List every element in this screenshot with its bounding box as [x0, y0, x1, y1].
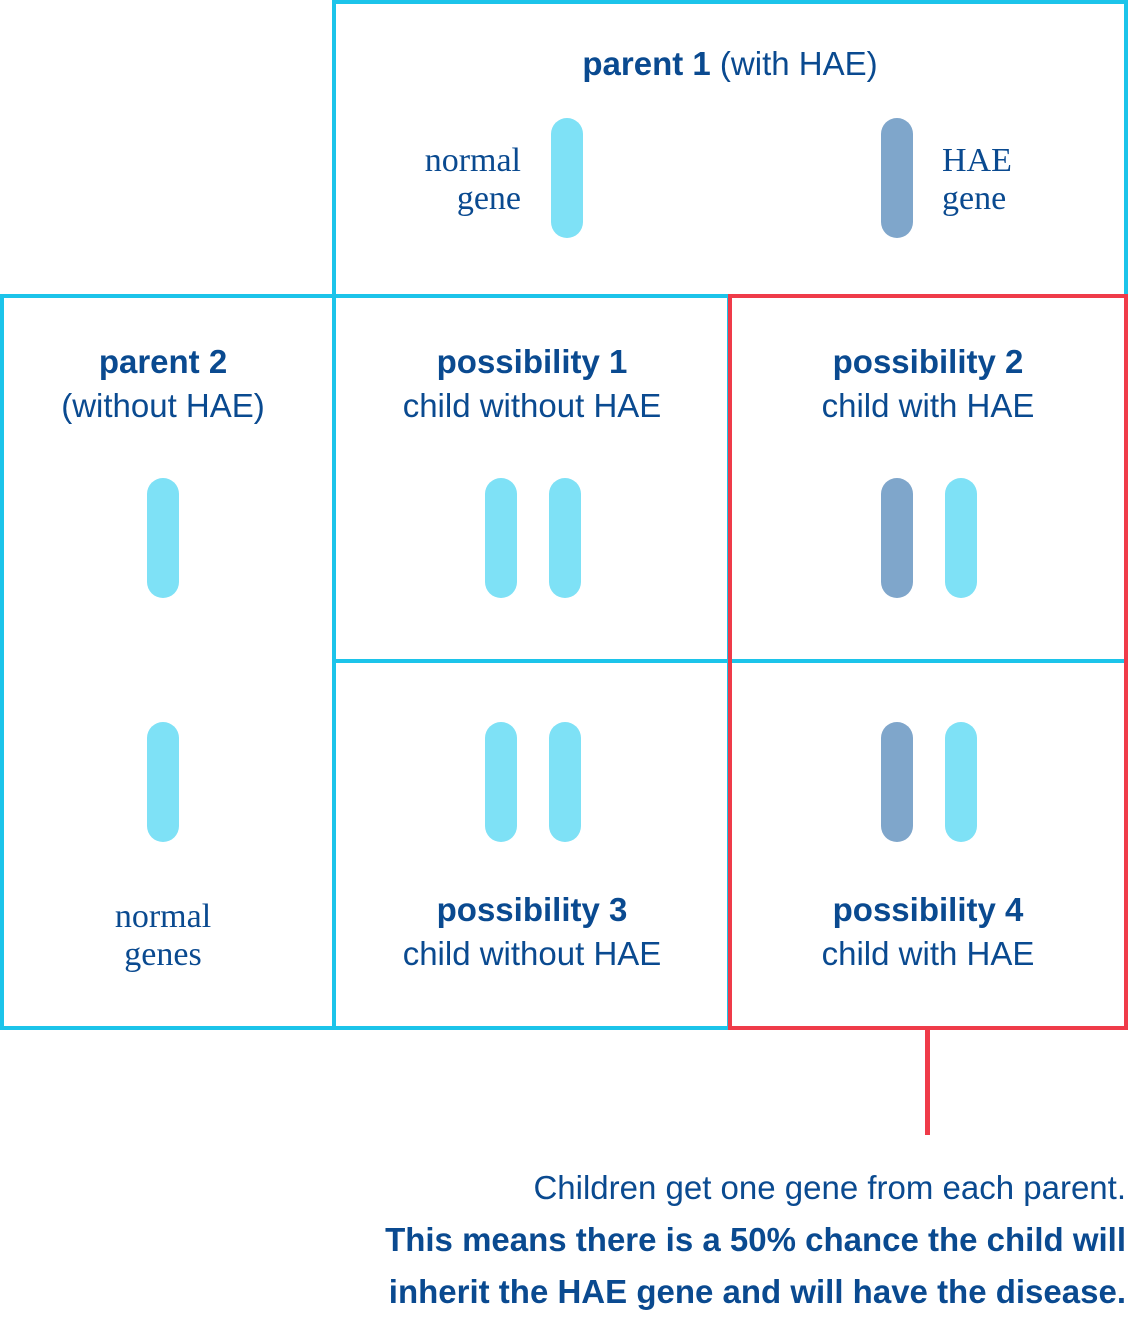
parent1-title-bold: parent 1 — [582, 45, 711, 82]
possibility-2-title: possibility 2 child with HAE — [732, 340, 1124, 428]
parent1-normal-gene — [551, 118, 583, 238]
possibility-3-subtitle: child without HAE — [402, 935, 662, 972]
highlight-connector-line — [925, 1028, 930, 1135]
possibility-4-gene-2 — [945, 722, 977, 842]
caption-line-3: inherit the HAE gene and will have the d… — [388, 1273, 1126, 1310]
parent1-normal-label-line2: gene — [456, 180, 521, 217]
parent2-label-line1: normal — [114, 898, 212, 935]
parent1-hae-label-line2: gene — [942, 180, 1007, 217]
caption-line-2: This means there is a 50% chance the chi… — [385, 1221, 1126, 1258]
explanation-caption: Children get one gene from each parent. … — [385, 1162, 1126, 1318]
possibility-4-gene-1 — [881, 722, 913, 842]
parent1-hae-gene — [881, 118, 913, 238]
parent1-title-rest: (with HAE) — [710, 45, 878, 82]
possibility-2-gene-2 — [945, 478, 977, 598]
possibility-4-subtitle: child with HAE — [821, 935, 1035, 972]
possibility-1-title: possibility 1 child without HAE — [336, 340, 728, 428]
caption-line-1: Children get one gene from each parent. — [533, 1169, 1126, 1206]
parent1-normal-gene-label: normal gene — [425, 142, 521, 218]
possibility-4-heading: possibility 4 — [832, 891, 1024, 928]
possibility-1-subtitle: child without HAE — [402, 387, 662, 424]
possibility-2-subtitle: child with HAE — [821, 387, 1035, 424]
parent1-normal-label-line1: normal — [424, 142, 521, 179]
parent2-normal-gene-2 — [147, 722, 179, 842]
possibility-2-gene-1 — [881, 478, 913, 598]
parent2-normal-genes-label: normal genes — [0, 898, 326, 974]
parent1-title: parent 1 (with HAE) — [332, 42, 1128, 86]
parent2-title-bold: parent 2 — [98, 343, 228, 380]
possibility-3-heading: possibility 3 — [436, 891, 628, 928]
possibility-3-gene-1 — [485, 722, 517, 842]
parent2-label-line2: genes — [124, 936, 202, 973]
possibility-2-heading: possibility 2 — [832, 343, 1024, 380]
parent2-title-rest: (without HAE) — [61, 387, 265, 424]
possibility-1-gene-1 — [485, 478, 517, 598]
possibility-1-gene-2 — [549, 478, 581, 598]
parent1-hae-gene-label: HAE gene — [942, 142, 1012, 218]
possibility-4-title: possibility 4 child with HAE — [732, 888, 1124, 976]
parent2-normal-gene-1 — [147, 478, 179, 598]
possibility-1-heading: possibility 1 — [436, 343, 628, 380]
parent1-hae-label-line1: HAE — [942, 142, 1012, 179]
possibility-3-title: possibility 3 child without HAE — [336, 888, 728, 976]
possibility-3-gene-2 — [549, 722, 581, 842]
parent2-title: parent 2 (without HAE) — [0, 340, 326, 428]
